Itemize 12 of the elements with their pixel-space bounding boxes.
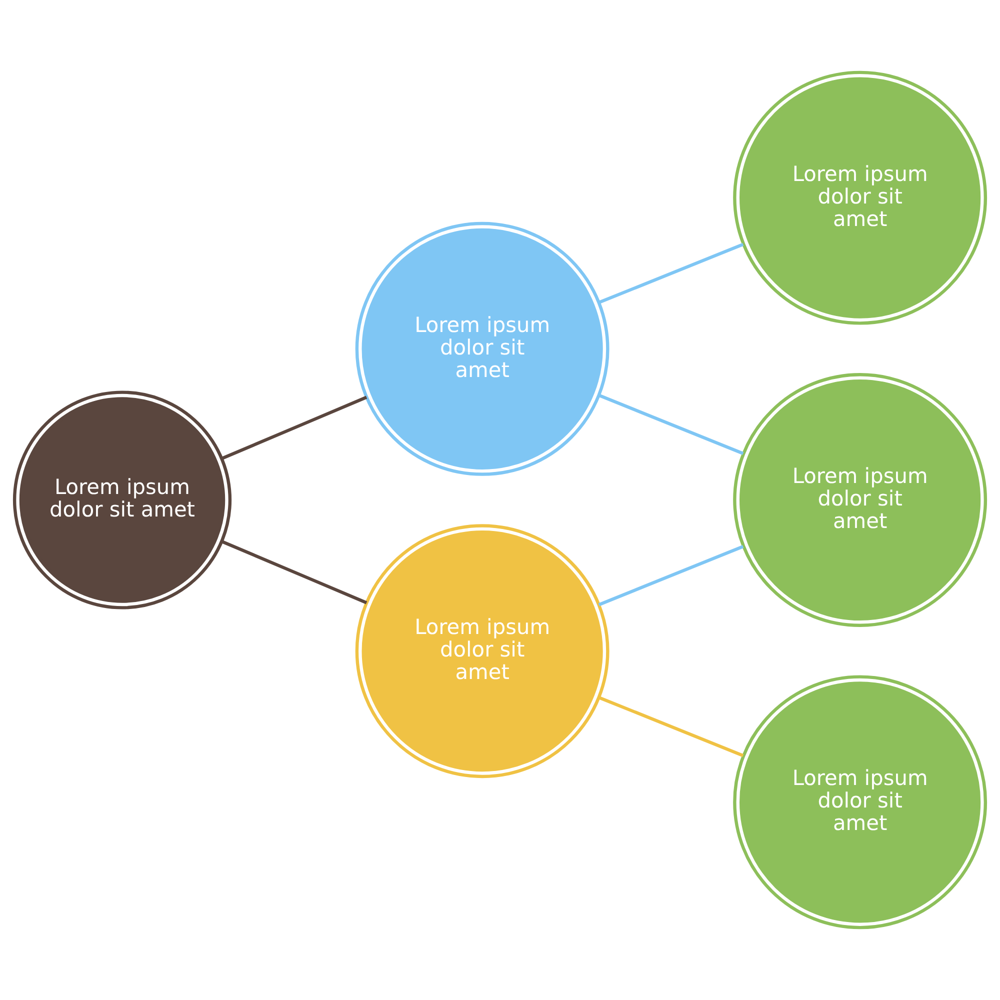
connector xyxy=(221,540,368,604)
connector xyxy=(598,242,744,304)
connector xyxy=(598,545,744,606)
node-circle: Lorem ipsum dolor sit amet xyxy=(733,675,988,930)
node-circle: Lorem ipsum dolor sit amet xyxy=(355,524,610,778)
connector xyxy=(598,394,744,455)
connector xyxy=(598,696,744,758)
connector xyxy=(221,396,368,460)
node-circle: Lorem ipsum dolor sit amet xyxy=(733,70,988,325)
node-circle: Lorem ipsum dolor sit amet xyxy=(355,222,610,476)
node-circle: Lorem ipsum dolor sit amet xyxy=(12,390,232,610)
node-circle: Lorem ipsum dolor sit amet xyxy=(733,373,988,627)
